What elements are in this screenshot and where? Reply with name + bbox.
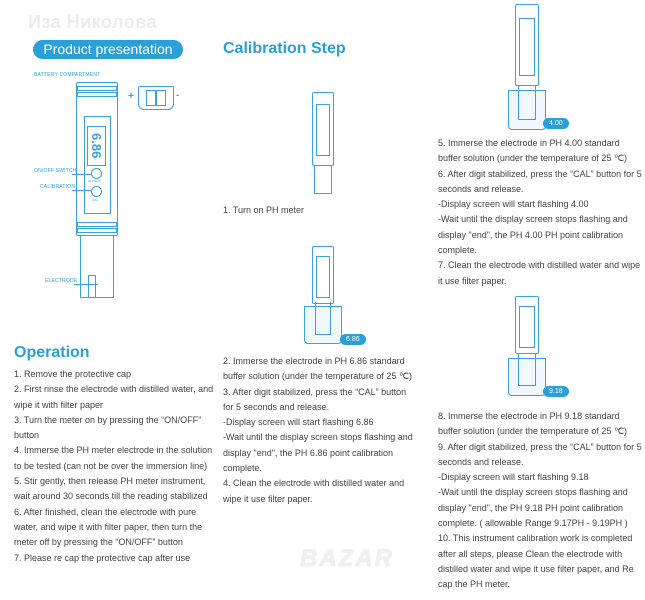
bazar-watermark: BAZAR [300,545,394,572]
leader-line [72,174,91,175]
meter-ring [77,228,117,233]
battery-cell [146,90,156,106]
buffer-cup [508,90,546,130]
seller-watermark: Иза Николова [28,12,158,32]
calibration-400-steps: 5. Immerse the electrode in PH 4.00 stan… [438,136,643,289]
calibration-step: 3. After digit stabilized, press the “CA… [223,386,407,412]
meter-ring [77,222,117,227]
calibration-heading: Calibration Step [223,40,346,57]
calibration-step: -Wait until the display screen stops fla… [223,432,413,474]
cal-button-label: CAL [92,198,99,202]
operation-step: 2. First rinse the electrode with distil… [14,384,214,410]
ph-686-tag: 6.86 [340,334,366,345]
meter-ring [77,92,117,97]
electrode-probe [80,235,114,298]
battery-cell [156,90,166,106]
electrode-probe [518,353,536,386]
ph-918-tag: 9.18 [543,386,569,397]
leader-line [74,284,98,285]
electrode-probe [315,302,331,335]
operation-steps: 1. Remove the protective cap 2. First ri… [14,367,214,566]
calibration-step: 2. Immerse the electrode in PH 6.86 stan… [223,356,413,382]
calibration-step: -Display screen will start flashing 9.18 [438,472,589,483]
calibration-label: CALIBRATION [40,184,76,190]
meter-body [76,82,118,236]
buffer-cup [304,306,342,344]
electrode-slot [88,275,96,298]
meter-screen [316,104,330,156]
buffer-cup [508,358,546,396]
cal-button [91,186,102,197]
calibration-918-steps: 8. Immerse the electrode in PH 9.18 stan… [438,409,643,593]
operation-step: 1. Remove the protective cap [14,369,132,379]
ph-400-tag: 4.00 [543,118,569,129]
calibration-step: 9. After digit stabilized, press the “CA… [438,441,642,467]
calibration-step: 6. After digit stabilized, press the “CA… [438,168,642,194]
minus-sign: - [176,90,180,101]
meter-screen [316,256,330,298]
calibration-step: 7. Clean the electrode with distilled wa… [438,260,641,286]
operation-step: 3. Turn the meter on by pressing the “ON… [14,414,202,441]
onoff-switch-label: ON/OFF SWITCH [34,168,77,174]
operation-step: 6. After finished, clean the electrode w… [14,506,203,548]
meter-body [312,246,334,304]
onoff-button [91,168,102,179]
calibration-step: -Display screen will start flashing 6.86 [223,417,374,428]
calibration-step: 5. Immerse the electrode in PH 4.00 stan… [438,138,628,164]
electrode-label: ELECTRODE [45,278,78,284]
calibration-step: 10. This instrument calibration work is … [438,533,634,590]
electrode-probe [518,85,536,120]
meter-screen [519,306,535,348]
meter-screen [519,18,535,76]
product-presentation-heading: Product presentation [33,40,183,59]
meter-body [312,92,334,166]
onoff-button-label: ON/OFF [88,179,101,183]
calibration-step: -Wait until the display screen stops fla… [438,487,628,529]
battery-label: BATTERY COMPARTMENT [34,72,101,78]
operation-step: 4. Immerse the PH meter electrode in the… [14,445,213,471]
operation-step: 5. Stir gently, then release PH meter in… [14,476,208,502]
calibration-686-steps: 2. Immerse the electrode in PH 6.86 stan… [223,354,419,507]
calibration-step: 4. Clean the electrode with distilled wa… [223,478,405,504]
calibration-step: 8. Immerse the electrode in PH 9.18 stan… [438,411,628,437]
calibration-step-1: 1. Turn on PH meter [223,205,305,215]
electrode-probe [314,165,332,194]
lcd-display: 6.86 [87,126,106,166]
calibration-step: -Wait until the display screen stops fla… [438,214,628,256]
operation-step: 7. Please re cap the protective cap afte… [14,552,191,563]
operation-heading: Operation [14,344,90,361]
meter-ring [77,86,117,91]
meter-panel [84,116,111,214]
calibration-step: -Display screen will start flashing 4.00 [438,199,589,210]
plus-sign: + [128,91,134,102]
leader-line [72,190,91,191]
